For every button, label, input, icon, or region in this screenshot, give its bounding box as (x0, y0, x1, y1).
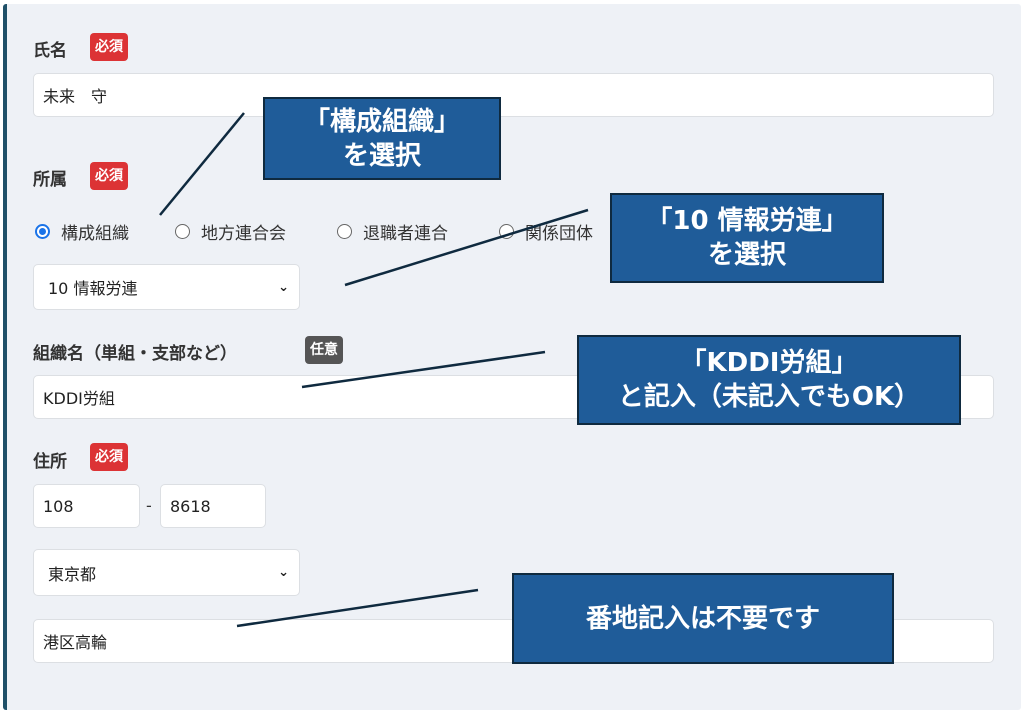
callout-select-kousei: 「構成組織」を選択 (263, 97, 501, 180)
affiliation-label: 所属 (33, 170, 67, 190)
name-input[interactable]: 未来 守 (33, 73, 994, 117)
chevron-down-icon: ⌄ (278, 565, 289, 580)
callout-line (236, 588, 479, 628)
callout-select-jouhou: 「10 情報労連」を選択 (610, 193, 884, 283)
radio-label: 退職者連合 (363, 224, 448, 244)
radio-checked-icon (35, 224, 50, 239)
required-badge: 必須 (90, 162, 128, 190)
address-label: 住所 (33, 452, 67, 472)
required-badge: 必須 (90, 443, 128, 471)
zip1-input[interactable]: 108 (33, 484, 140, 528)
chevron-down-icon: ⌄ (278, 279, 289, 295)
callout-text: 「10 情報労連」 (646, 206, 848, 236)
radio-label: 構成組織 (61, 224, 129, 244)
callout-text: を選択 (342, 140, 421, 171)
radio-kousei[interactable]: 構成組織 (35, 219, 129, 244)
callout-line (344, 208, 589, 287)
radio-icon (337, 224, 352, 239)
callout-line (159, 112, 245, 216)
radio-taishoku[interactable]: 退職者連合 (337, 219, 448, 244)
zip-dash: - (146, 496, 152, 515)
optional-badge: 任意 (305, 336, 343, 364)
name-label: 氏名 (33, 41, 67, 61)
org-select[interactable]: 10 情報労連 ⌄ (33, 264, 300, 310)
radio-icon (175, 224, 190, 239)
select-value: 10 情報労連 (48, 279, 138, 298)
required-badge: 必須 (90, 33, 128, 61)
callout-kddi: 「KDDI労組」と記入（未記入でもOK） (577, 335, 961, 425)
org-name-label: 組織名（単組・支部など） (33, 344, 237, 364)
radio-chihou[interactable]: 地方連合会 (175, 219, 286, 244)
callout-line (301, 350, 546, 389)
callout-text: 「構成組織」 (303, 106, 460, 137)
callout-banchi: 番地記入は不要です (512, 573, 894, 664)
callout-text: を選択 (707, 240, 786, 270)
callout-text: 番地記入は不要です (585, 603, 820, 634)
callout-text: 「KDDI労組」 (680, 348, 858, 378)
select-value: 東京都 (48, 564, 97, 584)
callout-text: と記入（未記入でもOK） (617, 382, 921, 412)
zip2-input[interactable]: 8618 (160, 484, 266, 528)
radio-label: 地方連合会 (201, 224, 286, 244)
prefecture-select[interactable]: 東京都 ⌄ (33, 549, 300, 596)
radio-label: 関係団体 (525, 224, 593, 244)
